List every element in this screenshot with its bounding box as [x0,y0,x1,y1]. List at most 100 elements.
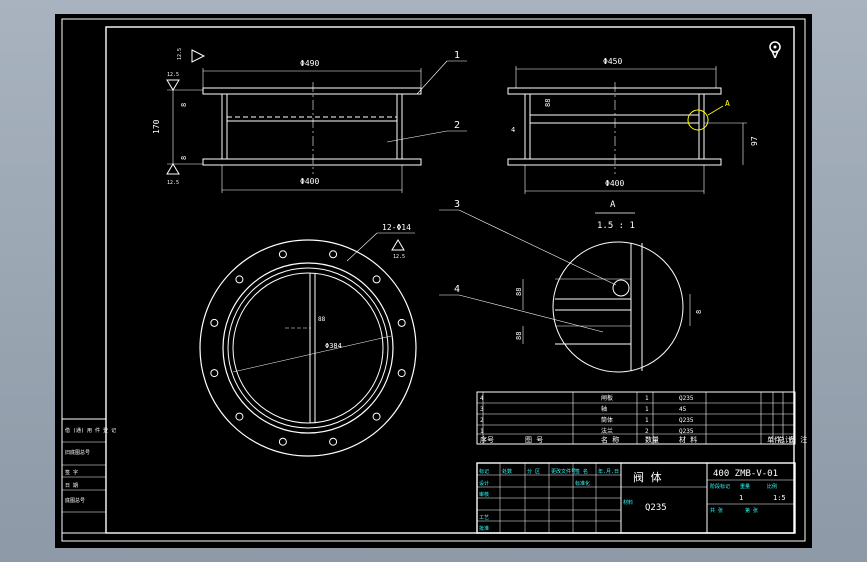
bolt-hole [210,369,219,378]
title-block-label: 第 张 [745,507,758,514]
bom-header-cell: 单件 [767,435,781,444]
bom-header-cell: 数量 [645,435,659,444]
title-block-label: 材料 [623,499,633,506]
detail-dim-a: 88 [515,288,523,296]
bolt-holes [210,250,406,446]
side-strip-label: 签 字 [65,469,78,476]
roughness-symbol-icon: 12.5 [391,239,405,260]
bom-header-cell: 名 称 [601,435,619,444]
bom-cell: 1 [645,395,649,402]
cad-viewport[interactable]: Φ490 Φ400 170 8 8 12.5 12.5 12.5 [55,14,812,548]
bolt-hole [372,275,381,284]
bom-cell: 45 [679,406,687,413]
bom-cell: 2 [645,428,649,435]
front-view: Φ490 Φ400 170 8 8 12.5 12.5 12.5 [152,48,422,193]
outer-frame [61,18,806,542]
location-pin-icon[interactable] [769,41,781,59]
title-block-label: 年.月.日 [598,468,619,475]
detail-dim-b: 88 [515,332,523,340]
bom-header-cell: 图 号 [525,436,543,444]
title-block-label: 批准 [479,525,489,532]
bolt-hole [278,250,287,259]
quantity: 1 [739,494,743,502]
bom-header-cell: 备 注 [789,435,807,444]
bom-cell: 1 [645,417,649,424]
roughness-symbol-icon: 12.5 [166,72,180,91]
dim-gap: 4 [511,126,515,134]
dim-flange-top: 8 [180,103,188,107]
svg-text:12.5: 12.5 [393,254,405,260]
title-block-label: 签 名 [575,468,588,475]
bolt-hole [397,318,406,327]
dim-plate: 88 [544,99,552,107]
title-block-label: 阶段标记 [710,483,730,490]
side-strip-label: 旧底图总号 [65,449,90,456]
title-block-label: 更改文件号 [551,468,576,475]
svg-text:12.5: 12.5 [167,180,179,186]
bom-header-cell: 材 料 [679,435,697,444]
bom-cell: 轴 [601,405,607,413]
roughness-symbol-icon: 12.5 [177,48,206,63]
detail-label-a: A [725,99,730,108]
bom-cell: 1 [480,428,484,435]
dim-bottom-diameter: Φ400 [300,177,319,186]
bolt-hole [235,275,244,284]
side-view: Φ450 Φ400 88 4 97 A [507,57,759,194]
side-strip-label: 底图总号 [65,497,85,504]
title-block-label: 分 区 [527,468,540,475]
bolt-hole [329,437,338,446]
callout-4: 4 [454,284,460,295]
callout-3: 3 [454,199,460,210]
title-block-label: 比例 [767,483,777,490]
bolt-hole [235,412,244,421]
bolt-hole [397,369,406,378]
dim-side-top: Φ450 [603,57,622,66]
bom-cell: 闸板 [601,394,613,402]
title-block-labels: 标记处数分 区更改文件号签 名年.月.日设计审核工艺批准标准化阶段标记重量比例共… [479,468,777,532]
detail-circle-a[interactable] [687,109,709,131]
bolt-hole [278,437,287,446]
bom-cell: 4 [480,395,484,402]
material: Q235 [645,503,667,513]
title-block-label: 共 张 [710,507,723,514]
dim-side-height: 97 [750,136,759,146]
bom-cell: Q235 [679,428,694,435]
svg-text:12.5: 12.5 [167,72,179,78]
title-block-label: 标记 [479,468,489,475]
bom-row: 2 筒体 1 Q235 [480,416,694,424]
plan-holes-label: 12-Φ14 [382,223,411,232]
title-block-label: 处数 [502,468,512,475]
bom-cell: Q235 [679,417,694,424]
drawing-canvas: Φ490 Φ400 170 8 8 12.5 12.5 12.5 [61,18,807,542]
dim-side-bottom: Φ400 [605,179,624,188]
bom-cell: 筒体 [601,416,613,424]
bom-cell: 3 [480,406,484,413]
plan-radius-dim: Φ384 [325,342,342,350]
callouts: 1 2 3 4 [386,50,617,333]
callout-2: 2 [454,120,460,131]
dim-top-diameter: Φ490 [300,59,319,68]
dim-flange-bottom: 8 [180,156,188,160]
bom-cell: 2 [480,417,484,424]
callout-1: 1 [454,50,460,61]
bom-cell: 法兰 [601,427,613,435]
drawing-number: 400 ZMB-V-01 [713,469,778,479]
bom-header-cell: 序号 [480,435,494,444]
bom-header-cell: 总计 [778,435,792,444]
bom-cell: Q235 [679,395,694,402]
detail-dim-c: 8 [695,310,703,314]
svg-text:12.5: 12.5 [177,48,183,60]
dim-height: 170 [152,119,161,134]
bom-cell: 1 [645,406,649,413]
title-block-label: 标准化 [575,480,590,487]
bom-row: 4 闸板 1 Q235 [480,394,694,402]
detail-a-view: A 1.5 : 1 88 88 8 [515,200,703,373]
title-block-label: 工艺 [479,515,489,521]
bolt-hole [210,318,219,327]
part-name: 阀 体 [633,470,662,484]
detail-title: A [610,200,616,210]
